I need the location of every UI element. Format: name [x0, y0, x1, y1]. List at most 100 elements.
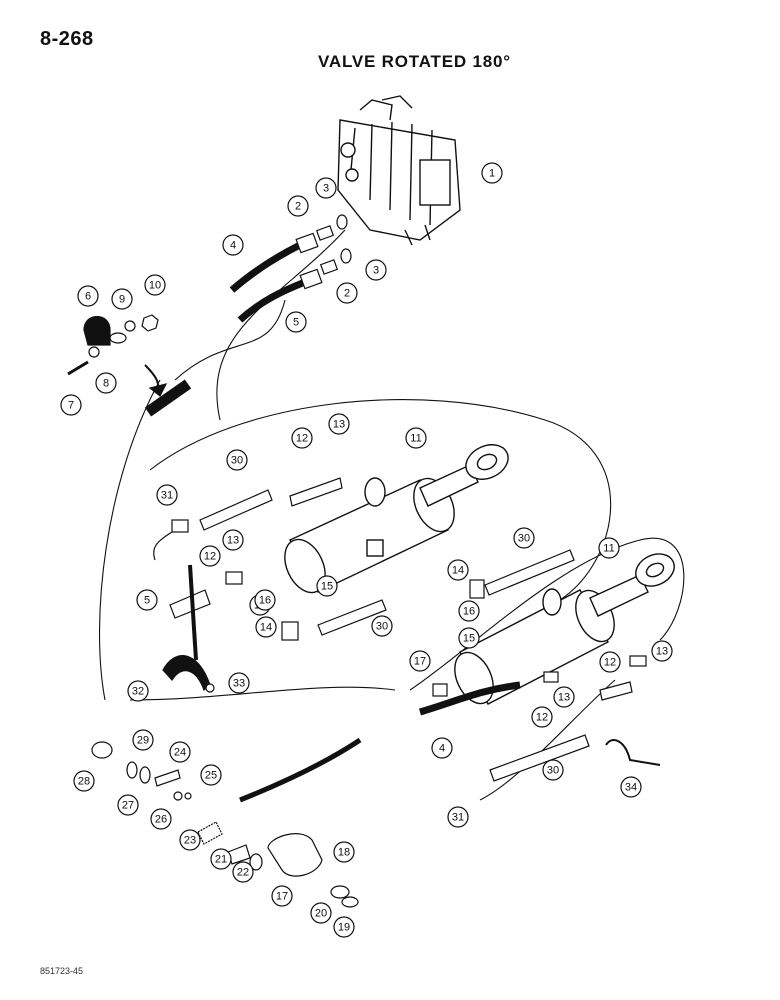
callout-bubble-13: 13 [328, 413, 350, 435]
callout-circle [336, 282, 358, 304]
hydraulic-cylinder-upper [284, 444, 509, 594]
callout-bubble-15: 15 [458, 627, 480, 649]
hydraulic-cylinder-lower [454, 553, 675, 705]
hose-4-lower [418, 681, 521, 716]
callout-circle [328, 413, 350, 435]
callout-circle [232, 861, 254, 883]
callout-number: 20 [315, 908, 327, 920]
callout-bubble-5: 5 [136, 589, 158, 611]
hose-route-line [216, 229, 346, 421]
hose-strap [162, 655, 215, 693]
callout-circle [371, 615, 393, 637]
callout-bubble-4: 4 [222, 234, 244, 256]
hose-route-line [479, 679, 616, 801]
callout-circle [599, 651, 621, 673]
callout-number: 30 [518, 533, 530, 545]
hose-route-line [99, 379, 161, 701]
callout-circle [447, 559, 469, 581]
callout-number: 24 [174, 747, 186, 759]
callout-circle [179, 829, 201, 851]
callout-number: 23 [184, 835, 196, 847]
hose-lead-vertical [188, 564, 198, 661]
callout-bubble-25: 25 [200, 764, 222, 786]
callout-bubble-11: 11 [405, 427, 427, 449]
callout-bubble-15: 15 [316, 575, 338, 597]
callout-number: 2 [295, 201, 301, 213]
callout-circle [458, 627, 480, 649]
callout-circle [77, 285, 99, 307]
callout-circle [210, 848, 232, 870]
callout-circle [458, 600, 480, 622]
callout-number: 4 [230, 240, 236, 252]
callout-number: 1 [489, 168, 495, 180]
callout-number: 15 [321, 581, 333, 593]
callout-number: 14 [452, 565, 464, 577]
callout-number: 31 [161, 490, 173, 502]
callout-circle [409, 650, 431, 672]
callout-bubble-30: 30 [542, 759, 564, 781]
callout-bubble-31: 31 [156, 484, 178, 506]
callout-circle [156, 484, 178, 506]
callout-circle [222, 234, 244, 256]
callout-number: 4 [439, 743, 445, 755]
callout-bubble-34: 34 [620, 776, 642, 798]
callout-bubble-11: 11 [598, 537, 620, 559]
hose-5-upper [237, 278, 307, 323]
callout-number: 26 [155, 814, 167, 826]
callout-circle [60, 394, 82, 416]
callout-number: 12 [536, 712, 548, 724]
drawing-code: 851723-45 [40, 966, 84, 976]
callout-layer: 1232345678910111213303112131715161430532… [60, 162, 673, 938]
callout-circle [620, 776, 642, 798]
callout-bubble-21: 21 [210, 848, 232, 870]
callout-circle [136, 589, 158, 611]
callout-circle [226, 449, 248, 471]
callout-bubble-13: 13 [222, 529, 244, 551]
callout-circle [553, 686, 575, 708]
callout-number: 5 [144, 595, 150, 607]
callout-circle [228, 672, 250, 694]
hose-assemblies [153, 477, 647, 782]
callout-bubble-12: 12 [199, 545, 221, 567]
callout-circle [598, 537, 620, 559]
callout-circle [316, 575, 338, 597]
callout-number: 18 [338, 847, 350, 859]
callout-circle [287, 195, 309, 217]
callout-circle [405, 427, 427, 449]
callout-circle [333, 916, 355, 938]
callout-bubble-7: 7 [60, 394, 82, 416]
clamp-assembly [67, 314, 168, 397]
callout-circle [481, 162, 503, 184]
callout-number: 13 [333, 419, 345, 431]
callout-number: 3 [373, 265, 379, 277]
callout-number: 30 [376, 621, 388, 633]
callout-number: 25 [205, 770, 217, 782]
callout-bubble-23: 23 [179, 829, 201, 851]
callout-bubble-14: 14 [255, 616, 277, 638]
fittings-near-valve [295, 214, 352, 290]
callout-circle [513, 527, 535, 549]
callout-bubble-24: 24 [169, 741, 191, 763]
callout-number: 3 [323, 183, 329, 195]
hose-4-upper [229, 241, 302, 293]
callout-number: 22 [237, 867, 249, 879]
callout-circle [531, 706, 553, 728]
callout-circle [150, 808, 172, 830]
callout-bubble-17: 17 [271, 885, 293, 907]
callout-number: 13 [656, 646, 668, 658]
callout-bubble-31: 31 [447, 806, 469, 828]
callout-number: 16 [259, 595, 271, 607]
callout-bubble-9: 9 [111, 288, 133, 310]
callout-number: 6 [85, 291, 91, 303]
callout-bubble-28: 28 [73, 770, 95, 792]
callout-circle [291, 427, 313, 449]
callout-bubble-20: 20 [310, 902, 332, 924]
callout-circle [447, 806, 469, 828]
callout-number: 11 [410, 433, 421, 445]
page-number: 8-268 [40, 28, 94, 50]
callout-circle [111, 288, 133, 310]
callout-bubble-19: 19 [333, 916, 355, 938]
callout-number: 19 [338, 922, 350, 934]
callout-bubble-1: 1 [481, 162, 503, 184]
